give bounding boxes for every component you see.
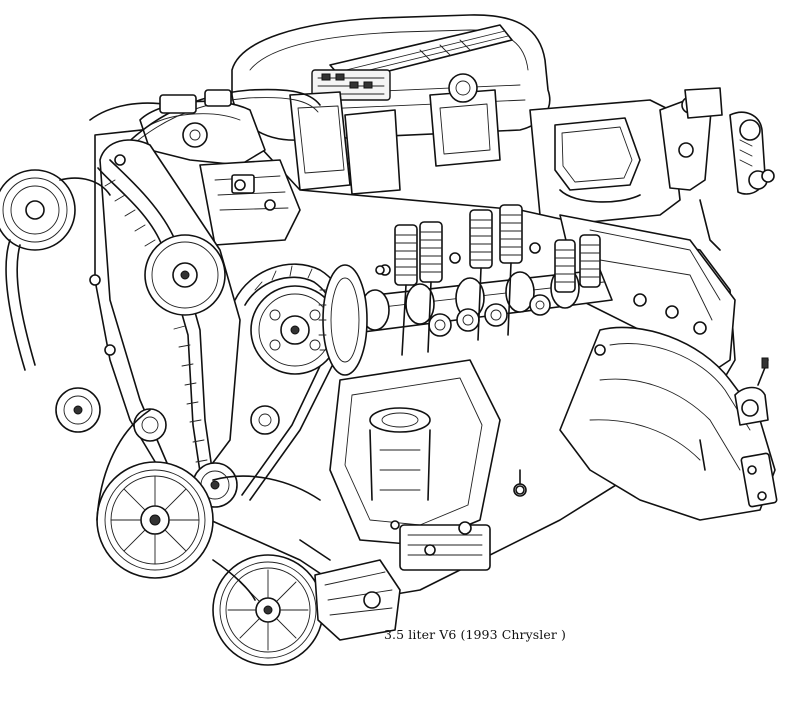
exhaust-manifold <box>559 326 778 521</box>
figure-caption: 3.5 liter V6 (1993 Chrysler ) <box>384 627 567 642</box>
valve-springs <box>379 204 601 356</box>
idler-pulleys <box>0 169 280 508</box>
cutaway-cylinders <box>329 359 527 571</box>
cam-sprocket-right <box>250 285 340 375</box>
cam-gear <box>318 264 368 376</box>
serpentine-belt <box>96 409 321 601</box>
air-intake-plenum <box>231 14 551 195</box>
cam-sprocket-left <box>144 234 226 316</box>
throttle-body <box>529 87 775 251</box>
fasteners <box>89 154 606 556</box>
crankshaft-pulley <box>96 461 214 579</box>
